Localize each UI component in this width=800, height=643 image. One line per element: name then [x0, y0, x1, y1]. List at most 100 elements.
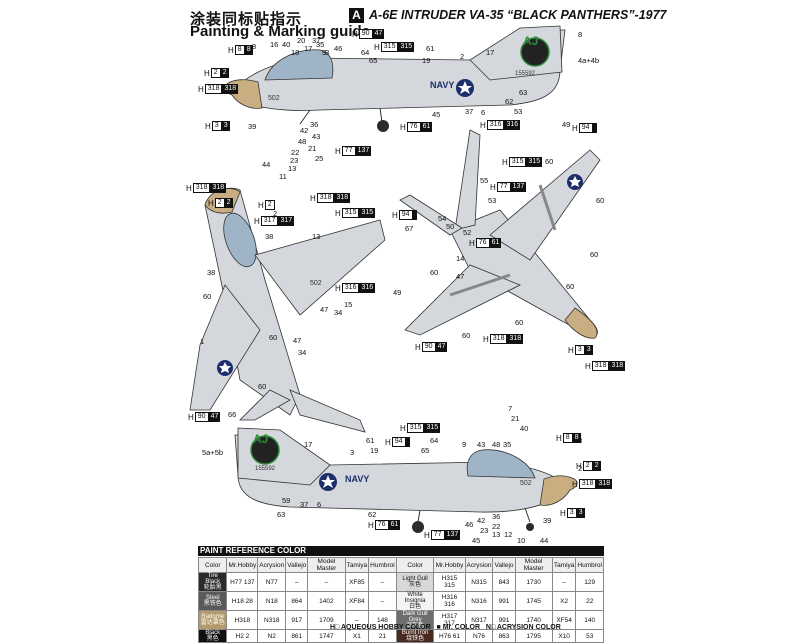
color-name: Dark Gull Grey — [402, 611, 428, 623]
table-cell: H315 315 — [433, 572, 466, 592]
table-cell: XF84 — [344, 591, 370, 611]
callout: 52 — [463, 228, 472, 237]
callout: 35 — [316, 40, 325, 49]
color-name: Tire Black — [205, 573, 221, 585]
callout: 35 — [503, 440, 512, 449]
callout: 60 — [203, 292, 212, 301]
color-name: White Insignia — [404, 592, 426, 604]
callout: 37 — [300, 500, 309, 509]
table-cell: N316 — [464, 591, 494, 611]
table-cell: 1795 — [514, 629, 553, 643]
table-cell: 861 — [285, 629, 309, 643]
color-name-cn: 灰色 — [409, 582, 422, 588]
callout: 18 — [291, 48, 300, 57]
callout: 23 — [290, 156, 299, 165]
callout: 38 — [207, 268, 216, 277]
callout: 45 — [472, 536, 481, 545]
callout: 47 — [320, 305, 329, 314]
table-cell: H318 — [226, 610, 259, 630]
callout: 55 — [480, 176, 489, 185]
callout: 14 — [456, 254, 465, 263]
table-cell: H316 316 — [433, 591, 466, 611]
callout: 45 — [432, 110, 441, 119]
callout: 19 — [370, 446, 379, 455]
callout: 63 — [277, 510, 286, 519]
table-cell: 22 — [575, 591, 604, 611]
callout: 37 — [465, 107, 474, 116]
bottom-view — [399, 129, 601, 339]
callout: 17 — [486, 48, 495, 57]
callout: 42 — [300, 126, 309, 135]
callout: 63 — [519, 88, 528, 97]
callout: 46 — [334, 44, 343, 53]
callout: 13 — [288, 164, 297, 173]
callout: 53 — [488, 196, 497, 205]
top-modex-text: 502 — [310, 280, 322, 287]
callout: 67 — [405, 224, 414, 233]
callout: 54 — [438, 214, 447, 223]
callout: 64 — [430, 436, 439, 445]
color-name: Light Gull — [402, 576, 428, 582]
title-english: Painting & Marking guide — [190, 23, 371, 40]
table-cell: X10 — [551, 629, 577, 643]
callout: 3 — [350, 448, 355, 457]
legend-mr-color: ■ Mr. COLOR — [436, 624, 481, 631]
color-name-cn: 烧铁色 — [406, 636, 425, 642]
table-cell: N18 — [257, 591, 287, 611]
column-header: Vallejo — [285, 557, 309, 573]
callout: 21 — [511, 414, 520, 423]
table-cell: H77 137 — [226, 572, 259, 592]
callout: 48 — [492, 440, 501, 449]
table-cell: N315 — [464, 572, 494, 592]
modex-text-right: 502 — [520, 480, 532, 487]
callout: 36 — [492, 512, 501, 521]
table-cell: N318 — [257, 610, 287, 630]
color-name-cn: 黑铁色 — [203, 601, 222, 607]
modex-text: 502 — [268, 95, 280, 102]
callout: 53 — [514, 107, 523, 116]
navy-text-right: NAVY — [345, 474, 369, 484]
callout: 61 — [426, 44, 435, 53]
legend-aqueous: H□ AQUEOUS HOBBY COLOR — [330, 624, 431, 631]
side-view-right: AJ 155592 NAVY 502 — [234, 427, 578, 533]
callout: 9 — [322, 48, 327, 57]
callout: 60 — [462, 331, 471, 340]
table-cell: 1730 — [514, 572, 553, 592]
color-name-cn: 白色 — [409, 604, 422, 610]
callout: 17 — [304, 44, 313, 53]
color-name: Steel — [205, 595, 220, 601]
callout: 40 — [282, 40, 291, 49]
table-cell: X1 — [344, 629, 370, 643]
callout: 10 — [517, 536, 526, 545]
table-cell: N2 — [257, 629, 287, 643]
callout: 47 — [456, 272, 465, 281]
callout: 34 — [334, 308, 343, 317]
legend-acrysion: N□ ACRYSION COLOR — [485, 624, 561, 631]
callout: 47 — [293, 336, 302, 345]
column-header: Mr.Hobby — [226, 557, 259, 573]
table-cell: – — [307, 572, 346, 592]
callout: 62 — [505, 97, 514, 106]
table-cell: H18 28 — [226, 591, 259, 611]
callout: 49 — [393, 288, 402, 297]
